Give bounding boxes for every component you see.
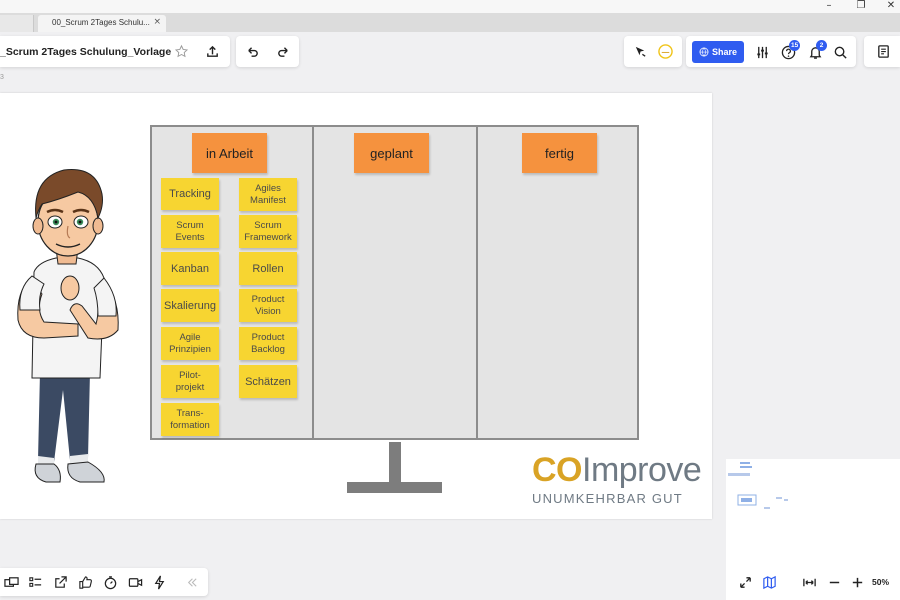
logo-tagline: UNUMKEHRBAR GUT [532, 491, 683, 506]
column-divider [476, 127, 478, 438]
sticky-note[interactable]: Tracking [161, 178, 219, 210]
sticky-note[interactable]: Product Vision [239, 289, 297, 322]
sticky-note[interactable]: Scrum Framework [239, 215, 297, 248]
undo-icon[interactable] [241, 40, 263, 62]
globe-icon [699, 47, 709, 57]
list-icon[interactable] [24, 571, 46, 593]
upload-icon[interactable] [201, 40, 223, 62]
thumbs-up-icon[interactable] [74, 571, 96, 593]
cursor-panel [624, 36, 682, 67]
minimize-button[interactable]: – [826, 0, 832, 11]
sticky-note[interactable]: Product Backlog [239, 327, 297, 360]
sticky-note[interactable]: Skalierung [161, 289, 219, 322]
fit-width-icon[interactable] [798, 571, 820, 593]
tab-close-icon[interactable]: × [153, 17, 161, 27]
star-icon[interactable] [170, 40, 192, 62]
redo-icon[interactable] [272, 40, 294, 62]
zoom-out-icon[interactable] [823, 571, 845, 593]
share-button[interactable]: Share [692, 41, 744, 63]
column-header-fertig[interactable]: fertig [522, 133, 597, 173]
history-panel [236, 36, 299, 67]
board-stand-pole [389, 442, 401, 484]
video-icon[interactable] [124, 571, 146, 593]
tab-previous[interactable] [0, 15, 34, 32]
restore-button[interactable]: ❐ [856, 0, 866, 11]
notes-panel [864, 36, 900, 67]
kanban-board[interactable] [150, 125, 639, 440]
column-divider [312, 127, 314, 438]
tab-active-board[interactable]: 00_Scrum 2Tages Schulu... × [38, 15, 166, 32]
help-badge: 15 [789, 40, 801, 51]
sticky-note[interactable]: Kanban [161, 252, 219, 285]
settings-sliders-icon[interactable] [751, 41, 773, 63]
notes-icon[interactable] [872, 40, 894, 62]
bottom-toolbar [0, 568, 208, 596]
company-logo: COImprove [532, 451, 702, 490]
export-icon[interactable] [49, 571, 71, 593]
tab-title: 00_Scrum 2Tages Schulu... [52, 18, 150, 27]
notifications-badge: 2 [816, 40, 827, 51]
zoom-level[interactable]: 50% [872, 577, 890, 587]
search-icon[interactable] [829, 41, 851, 63]
sticky-note[interactable]: Pilot- projekt [161, 365, 219, 398]
lightning-icon[interactable] [148, 571, 170, 593]
frames-icon[interactable] [0, 571, 22, 593]
share-label: Share [711, 47, 737, 57]
board-title[interactable]: _Scrum 2Tages Schulung_Vorlage [0, 46, 172, 58]
map-icon[interactable] [758, 571, 780, 593]
logo-name: Improve [582, 451, 702, 489]
close-window-button[interactable]: ✕ [886, 0, 896, 11]
minimap[interactable] [726, 459, 900, 600]
avatar-illustration [17, 169, 119, 483]
collapse-toolbar-icon[interactable] [180, 571, 202, 593]
sticky-note[interactable]: Scrum Events [161, 215, 219, 248]
fit-screen-icon[interactable] [734, 571, 756, 593]
user-avatar-icon[interactable] [654, 40, 676, 62]
timer-icon[interactable] [99, 571, 121, 593]
minimap-preview [728, 462, 788, 509]
sticky-note[interactable]: Schätzen [239, 365, 297, 398]
column-header-geplant[interactable]: geplant [354, 133, 429, 173]
help-icon[interactable] [777, 41, 799, 63]
sticky-note[interactable]: Rollen [239, 252, 297, 285]
sticky-note[interactable]: Trans- formation [161, 403, 219, 436]
cursor-icon[interactable] [629, 40, 651, 62]
window-titlebar: – ❐ ✕ [0, 0, 900, 13]
zoom-in-icon[interactable] [846, 571, 868, 593]
column-header-in-arbeit[interactable]: in Arbeit [192, 133, 267, 173]
logo-co: CO [532, 451, 583, 489]
sticky-note[interactable]: Agiles Manifest [239, 178, 297, 211]
board-stand-base [347, 482, 442, 493]
frame-row-indicator: 3 [0, 74, 4, 81]
sticky-note[interactable]: Agile Prinzipien [161, 327, 219, 360]
tab-strip: 00_Scrum 2Tages Schulu... × [0, 13, 900, 32]
board-title-panel: _Scrum 2Tages Schulung_Vorlage [0, 36, 230, 67]
